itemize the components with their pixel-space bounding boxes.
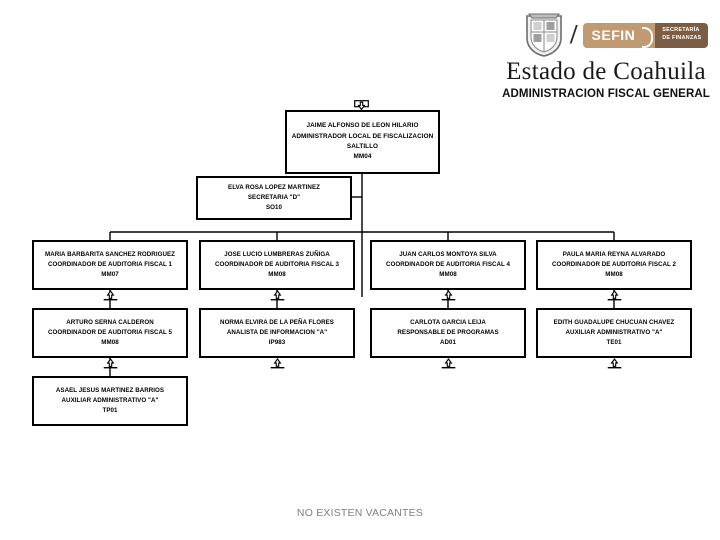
org-node-auxiliar-administrativo-te01[interactable]: EDITH GUADALUPE CHUCUAN CHAVEZ AUXILIAR …	[536, 308, 692, 358]
sefin-arrow-icon	[642, 22, 656, 48]
org-node-secretaria[interactable]: ELVA ROSA LOPEZ MARTINEZ SECRETARIA "D" …	[196, 176, 352, 220]
org-node-code: MM08	[605, 271, 623, 279]
collapse-toggle-icon-analista-informacion[interactable]	[270, 358, 285, 369]
sefin-subtitle: SECRETARÍA DE FINANZAS	[655, 22, 709, 48]
org-node-analista-informacion[interactable]: NORMA ELVIRA DE LA PEÑA FLORES ANALISTA …	[199, 308, 355, 358]
org-node-position: COORDINADOR DE AUDITORIA FISCAL 1	[47, 260, 173, 268]
sefin-badge: SEFIN SECRETARÍA DE FINANZAS	[582, 22, 709, 48]
org-node-coordinador-fiscal-4[interactable]: JUAN CARLOS MONTOYA SILVA COORDINADOR DE…	[370, 240, 526, 290]
org-node-name: NORMA ELVIRA DE LA PEÑA FLORES	[220, 318, 334, 326]
org-node-coordinador-fiscal-2[interactable]: PAULA MARIA REYNA ALVARADO COORDINADOR D…	[536, 240, 692, 290]
org-node-position: COORDINADOR DE AUDITORIA FISCAL 4	[385, 260, 511, 268]
org-node-position: RESPONSABLE DE PROGRAMAS	[397, 328, 499, 336]
page-header: / SEFIN SECRETARÍA DE FINANZAS Estado de…	[497, 12, 715, 100]
org-node-position: SECRETARIA "D"	[247, 193, 301, 201]
org-node-name: PAULA MARIA REYNA ALVARADO	[562, 250, 666, 258]
footer-note: NO EXISTEN VACANTES	[296, 507, 424, 519]
org-node-name: ARTURO SERNA CALDERON	[66, 318, 154, 326]
org-node-name: CARLOTA GARCIA LEIJA	[410, 318, 486, 326]
org-node-code: AD01	[439, 339, 457, 347]
sefin-subtitle-line-1: SECRETARÍA	[662, 27, 700, 34]
org-node-administrador-local[interactable]: JAIME ALFONSO DE LEON HILARIO ADMINISTRA…	[285, 110, 440, 174]
org-node-code: SO10	[265, 204, 283, 212]
collapse-toggle-icon-coordinador-fiscal-4[interactable]	[441, 290, 456, 301]
org-node-name: JUAN CARLOS MONTOYA SILVA	[399, 250, 497, 258]
collapse-toggle-icon-coordinador-fiscal-2[interactable]	[607, 290, 622, 301]
org-node-position: ADMINISTRADOR LOCAL DE FISCALIZACION	[291, 132, 434, 140]
org-node-position: ANALISTA DE INFORMACION "A"	[226, 328, 328, 336]
org-node-auxiliar-administrativo-tp01[interactable]: ASAEL JESUS MARTINEZ BARRIOS AUXILIAR AD…	[32, 376, 188, 426]
org-node-name: MARIA BARBARITA SANCHEZ RODRIGUEZ	[45, 250, 175, 258]
org-node-name: EDITH GUADALUPE CHUCUAN CHAVEZ	[553, 318, 675, 326]
brand-logo-row: / SEFIN SECRETARÍA DE FINANZAS	[523, 12, 709, 58]
org-node-code: IP983	[268, 339, 286, 347]
sefin-wordmark-text: SEFIN	[591, 27, 636, 43]
org-node-code: TP01	[102, 407, 118, 415]
org-node-code: MM07	[101, 271, 119, 279]
org-node-name: JAIME ALFONSO DE LEON HILARIO	[306, 122, 419, 130]
org-node-code: MM04	[353, 153, 372, 161]
org-node-code: TE01	[606, 339, 622, 347]
org-node-coordinador-fiscal-1[interactable]: MARIA BARBARITA SANCHEZ RODRIGUEZ COORDI…	[32, 240, 188, 290]
org-node-coordinador-fiscal-5[interactable]: ARTURO SERNA CALDERON COORDINADOR DE AUD…	[32, 308, 188, 358]
org-node-location: SALTILLO	[346, 143, 379, 150]
org-node-code: MM08	[101, 339, 119, 347]
org-node-position: AUXILIAR ADMINISTRATIVO "A"	[61, 396, 159, 404]
department-title: ADMINISTRACION FISCAL GENERAL	[502, 88, 710, 100]
coahuila-coat-of-arms-icon	[523, 12, 565, 58]
collapse-toggle-icon-responsable-programas[interactable]	[441, 358, 456, 369]
org-node-code: MM08	[439, 271, 457, 279]
sefin-subtitle-line-2: DE FINANZAS	[662, 35, 702, 41]
sefin-wordmark: SEFIN	[582, 22, 643, 48]
org-node-name: ELVA ROSA LOPEZ MARTINEZ	[228, 183, 320, 191]
state-title: Estado de Coahuila	[506, 58, 706, 85]
org-node-code: MM08	[268, 271, 286, 279]
org-node-position: COORDINADOR DE AUDITORIA FISCAL 5	[47, 328, 173, 336]
collapse-toggle-icon-coordinador-fiscal-1[interactable]	[103, 290, 118, 301]
org-node-name: JOSE LUCIO LUMBRERAS ZUÑIGA	[224, 250, 330, 258]
org-node-coordinador-fiscal-3[interactable]: JOSE LUCIO LUMBRERAS ZUÑIGA COORDINADOR …	[199, 240, 355, 290]
org-node-responsable-programas[interactable]: CARLOTA GARCIA LEIJA RESPONSABLE DE PROG…	[370, 308, 526, 358]
org-node-name: ASAEL JESUS MARTINEZ BARRIOS	[55, 386, 165, 394]
brand-separator: /	[570, 18, 578, 49]
org-node-position: COORDINADOR DE AUDITORIA FISCAL 2	[551, 260, 677, 268]
collapse-toggle-icon-coordinador-fiscal-5[interactable]	[103, 358, 118, 369]
org-node-position: AUXILIAR ADMINISTRATIVO "A"	[565, 328, 663, 336]
org-node-position: COORDINADOR DE AUDITORIA FISCAL 3	[214, 260, 340, 268]
collapse-toggle-icon-auxiliar-administrativo-te01[interactable]	[607, 358, 622, 369]
collapse-toggle-icon-root[interactable]	[354, 100, 369, 111]
collapse-toggle-icon-coordinador-fiscal-3[interactable]	[270, 290, 285, 301]
